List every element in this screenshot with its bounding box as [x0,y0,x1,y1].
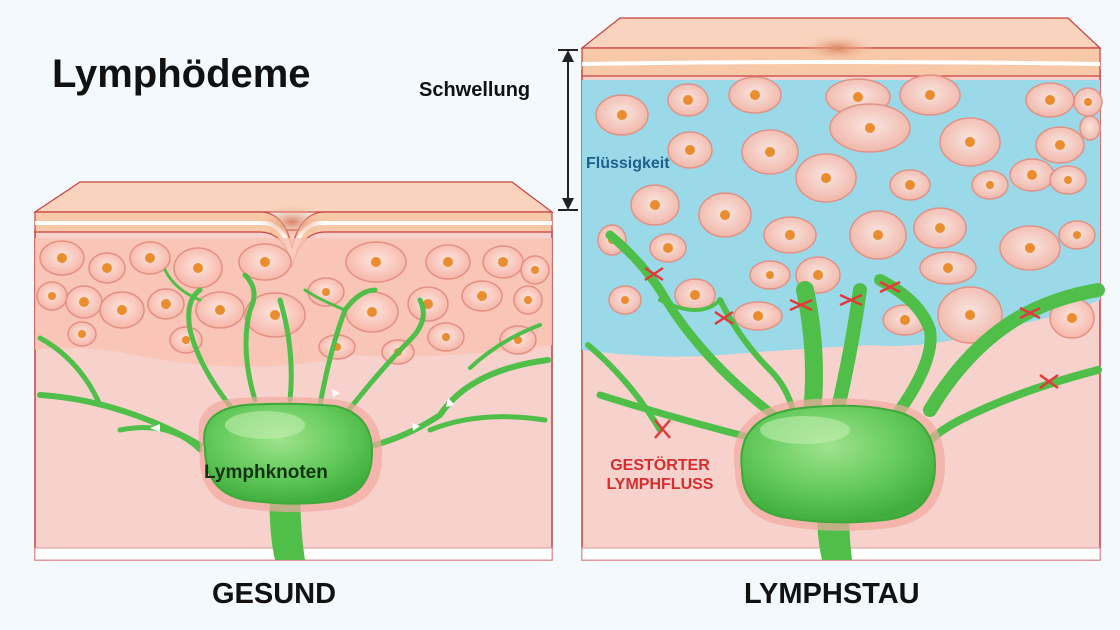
page-title: Lymphödeme [52,52,311,96]
congestion-caption: LYMPHSTAU [744,578,920,610]
congestion-panel [558,17,1105,561]
pressure-dent [258,204,326,240]
disturbed-flow-label: GESTÖRTER LYMPHFLUSS [606,457,714,493]
healthy-flow-arrows [150,389,455,432]
healthy-lymph-vessels [37,268,551,453]
congestion-lymph-vessels [585,230,1105,449]
healthy-lymph-node [198,396,383,560]
healthy-caption: GESUND [212,578,337,610]
lymph-node-label: Lymphknoten [204,462,328,483]
swelling-indicator [558,49,578,211]
congestion-cells [595,74,1103,344]
congestion-lymph-node [733,398,945,560]
swelling-label: Schwellung [419,79,531,101]
lymph-blockages [644,266,1059,439]
healthy-cells [36,240,550,365]
fluid-label: Flüssigkeit [586,155,670,172]
healthy-panel [33,181,554,561]
